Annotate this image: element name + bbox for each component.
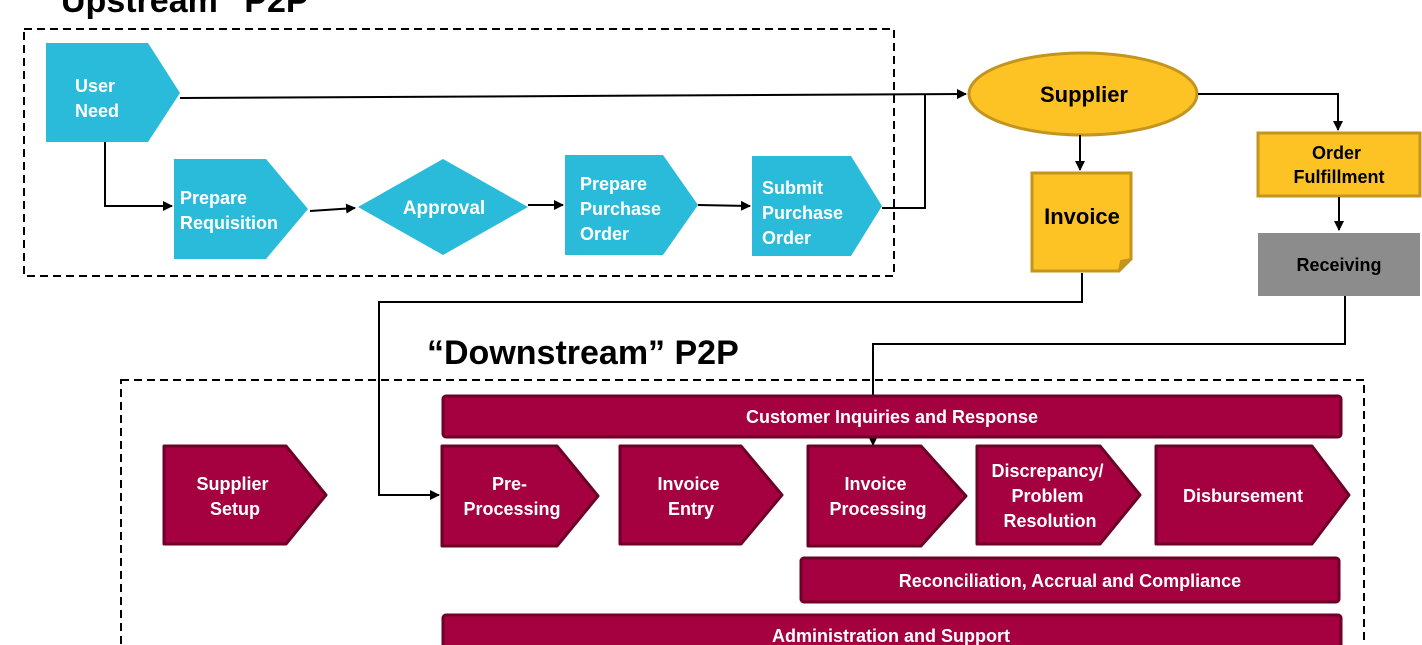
invoice-entry-label: Invoice Entry bbox=[657, 474, 724, 519]
customer-inquiries-label: Customer Inquiries and Response bbox=[746, 407, 1038, 427]
order-fulfillment-label: Order Fulfillment bbox=[1294, 143, 1385, 187]
invoice-label: Invoice bbox=[1044, 204, 1120, 229]
prepare-requisition-label: Prepare Requisition bbox=[180, 188, 278, 233]
submit-po-label: Submit Purchase Order bbox=[762, 178, 848, 248]
bar-reconciliation[interactable]: Reconciliation, Accrual and Compliance bbox=[799, 556, 1341, 604]
node-supplier-setup[interactable]: Supplier Setup bbox=[162, 444, 328, 546]
pre-processing-label: Pre- Processing bbox=[463, 474, 560, 519]
node-order-fulfillment[interactable]: Order Fulfillment bbox=[1256, 131, 1422, 198]
upstream-boundary bbox=[23, 28, 895, 277]
discrepancy-label: Discrepancy/ Problem Resolution bbox=[991, 461, 1108, 531]
connector-invoice-preprocessing bbox=[378, 273, 1083, 500]
reconciliation-label: Reconciliation, Accrual and Compliance bbox=[899, 571, 1241, 591]
node-pre-processing[interactable]: Pre- Processing bbox=[440, 444, 600, 548]
node-discrepancy-resolution[interactable]: Discrepancy/ Problem Resolution bbox=[975, 444, 1142, 546]
upstream-title: “Upstream” P2P bbox=[44, 0, 309, 20]
node-receiving[interactable]: Receiving bbox=[1258, 233, 1420, 296]
node-disbursement[interactable]: Disbursement bbox=[1154, 444, 1351, 546]
receiving-label: Receiving bbox=[1296, 255, 1381, 275]
prepare-po-label: Prepare Purchase Order bbox=[580, 174, 666, 244]
connector-submitpo-supplier bbox=[882, 94, 926, 209]
invoice-processing-label: Invoice Processing bbox=[829, 474, 926, 519]
node-supplier[interactable]: Supplier bbox=[967, 51, 1199, 137]
node-invoice-processing[interactable]: Invoice Processing bbox=[806, 444, 968, 548]
approval-label: Approval bbox=[403, 198, 485, 219]
connector-supplier-fulfillment bbox=[1198, 93, 1343, 131]
node-user-need[interactable]: User Need bbox=[46, 43, 180, 142]
connector-userneed-requisition bbox=[104, 142, 173, 211]
disbursement-label: Disbursement bbox=[1183, 486, 1303, 506]
node-prepare-purchase-order[interactable]: Prepare Purchase Order bbox=[565, 155, 698, 255]
node-prepare-requisition[interactable]: Prepare Requisition bbox=[174, 159, 308, 259]
downstream-title: “Downstream” P2P bbox=[427, 334, 739, 372]
supplier-label: Supplier bbox=[1040, 82, 1128, 107]
node-invoice-document[interactable]: Invoice bbox=[1030, 171, 1133, 273]
bar-administration[interactable]: Administration and Support bbox=[441, 613, 1343, 645]
administration-label: Administration and Support bbox=[772, 626, 1010, 645]
connector-userneed-supplier bbox=[179, 89, 967, 100]
downstream-boundary bbox=[120, 379, 1365, 645]
connector-requisition-approval bbox=[309, 203, 356, 214]
connector-preparepo-submitpo bbox=[697, 200, 751, 211]
node-approval[interactable]: Approval bbox=[358, 159, 528, 255]
node-submit-purchase-order[interactable]: Submit Purchase Order bbox=[752, 156, 882, 256]
supplier-setup-label: Supplier Setup bbox=[196, 474, 273, 519]
bar-customer-inquiries[interactable]: Customer Inquiries and Response bbox=[441, 394, 1343, 439]
node-invoice-entry[interactable]: Invoice Entry bbox=[618, 444, 784, 546]
user-need-label: User Need bbox=[75, 76, 120, 121]
